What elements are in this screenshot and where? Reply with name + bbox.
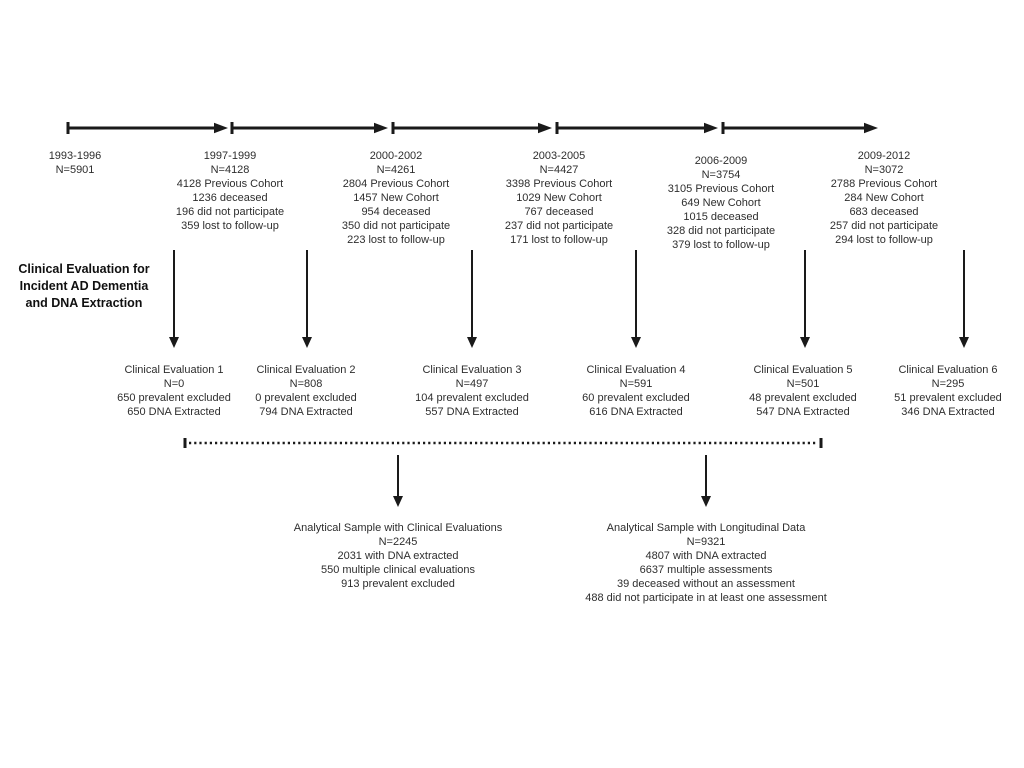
evaluation-block-4: Clinical Evaluation 4 N=591 60 prevalent… (582, 364, 690, 418)
period-down-arrow-4 (631, 250, 641, 348)
period-down-arrow-5 (800, 250, 810, 348)
period-block-2003-2005: 2003-2005 N=4427 3398 Previous Cohort 10… (504, 150, 614, 246)
period-block-2009-2012: 2009-2012 N=3072 2788 Previous Cohort 28… (829, 150, 939, 246)
evaluation-block-1: Clinical Evaluation 1 N=0 650 prevalent … (117, 364, 231, 418)
timeline-segment-4 (555, 122, 718, 134)
period-down-arrow-3 (467, 250, 477, 348)
period-block-2000-2002: 2000-2002 N=4261 2804 Previous Cohort 14… (341, 150, 451, 246)
period-block-1997-1999: 1997-1999 N=4128 4128 Previous Cohort 12… (175, 150, 285, 232)
period-down-arrow-1 (169, 250, 179, 348)
period-down-arrow-2 (302, 250, 312, 348)
evaluation-block-5: Clinical Evaluation 5 N=501 48 prevalent… (749, 364, 857, 418)
side-label-clinical-evaluation: Clinical Evaluation for Incident AD Deme… (18, 262, 150, 310)
evaluation-block-2: Clinical Evaluation 2 N=808 0 prevalent … (255, 364, 357, 418)
period-block-1993-1996: 1993-1996 N=5901 (48, 150, 102, 176)
timeline-segment-2 (230, 122, 388, 134)
period-block-2006-2009: 2006-2009 N=3754 3105 Previous Cohort 64… (666, 155, 776, 251)
timeline-segment-5 (721, 122, 878, 134)
period-down-arrow-6 (959, 250, 969, 348)
timeline-segment-1 (66, 122, 228, 134)
evaluation-block-6: Clinical Evaluation 6 N=295 51 prevalent… (894, 364, 1002, 418)
timeline-segment-3 (391, 122, 552, 134)
analysis-down-arrow-1 (393, 455, 403, 507)
analysis-down-arrow-2 (701, 455, 711, 507)
evaluation-block-3: Clinical Evaluation 3 N=497 104 prevalen… (415, 364, 529, 418)
evaluation-span-dotted-line (183, 438, 823, 448)
analysis-block-longitudinal-data: Analytical Sample with Longitudinal Data… (585, 522, 827, 604)
analysis-block-clinical-evaluations: Analytical Sample with Clinical Evaluati… (293, 522, 503, 590)
